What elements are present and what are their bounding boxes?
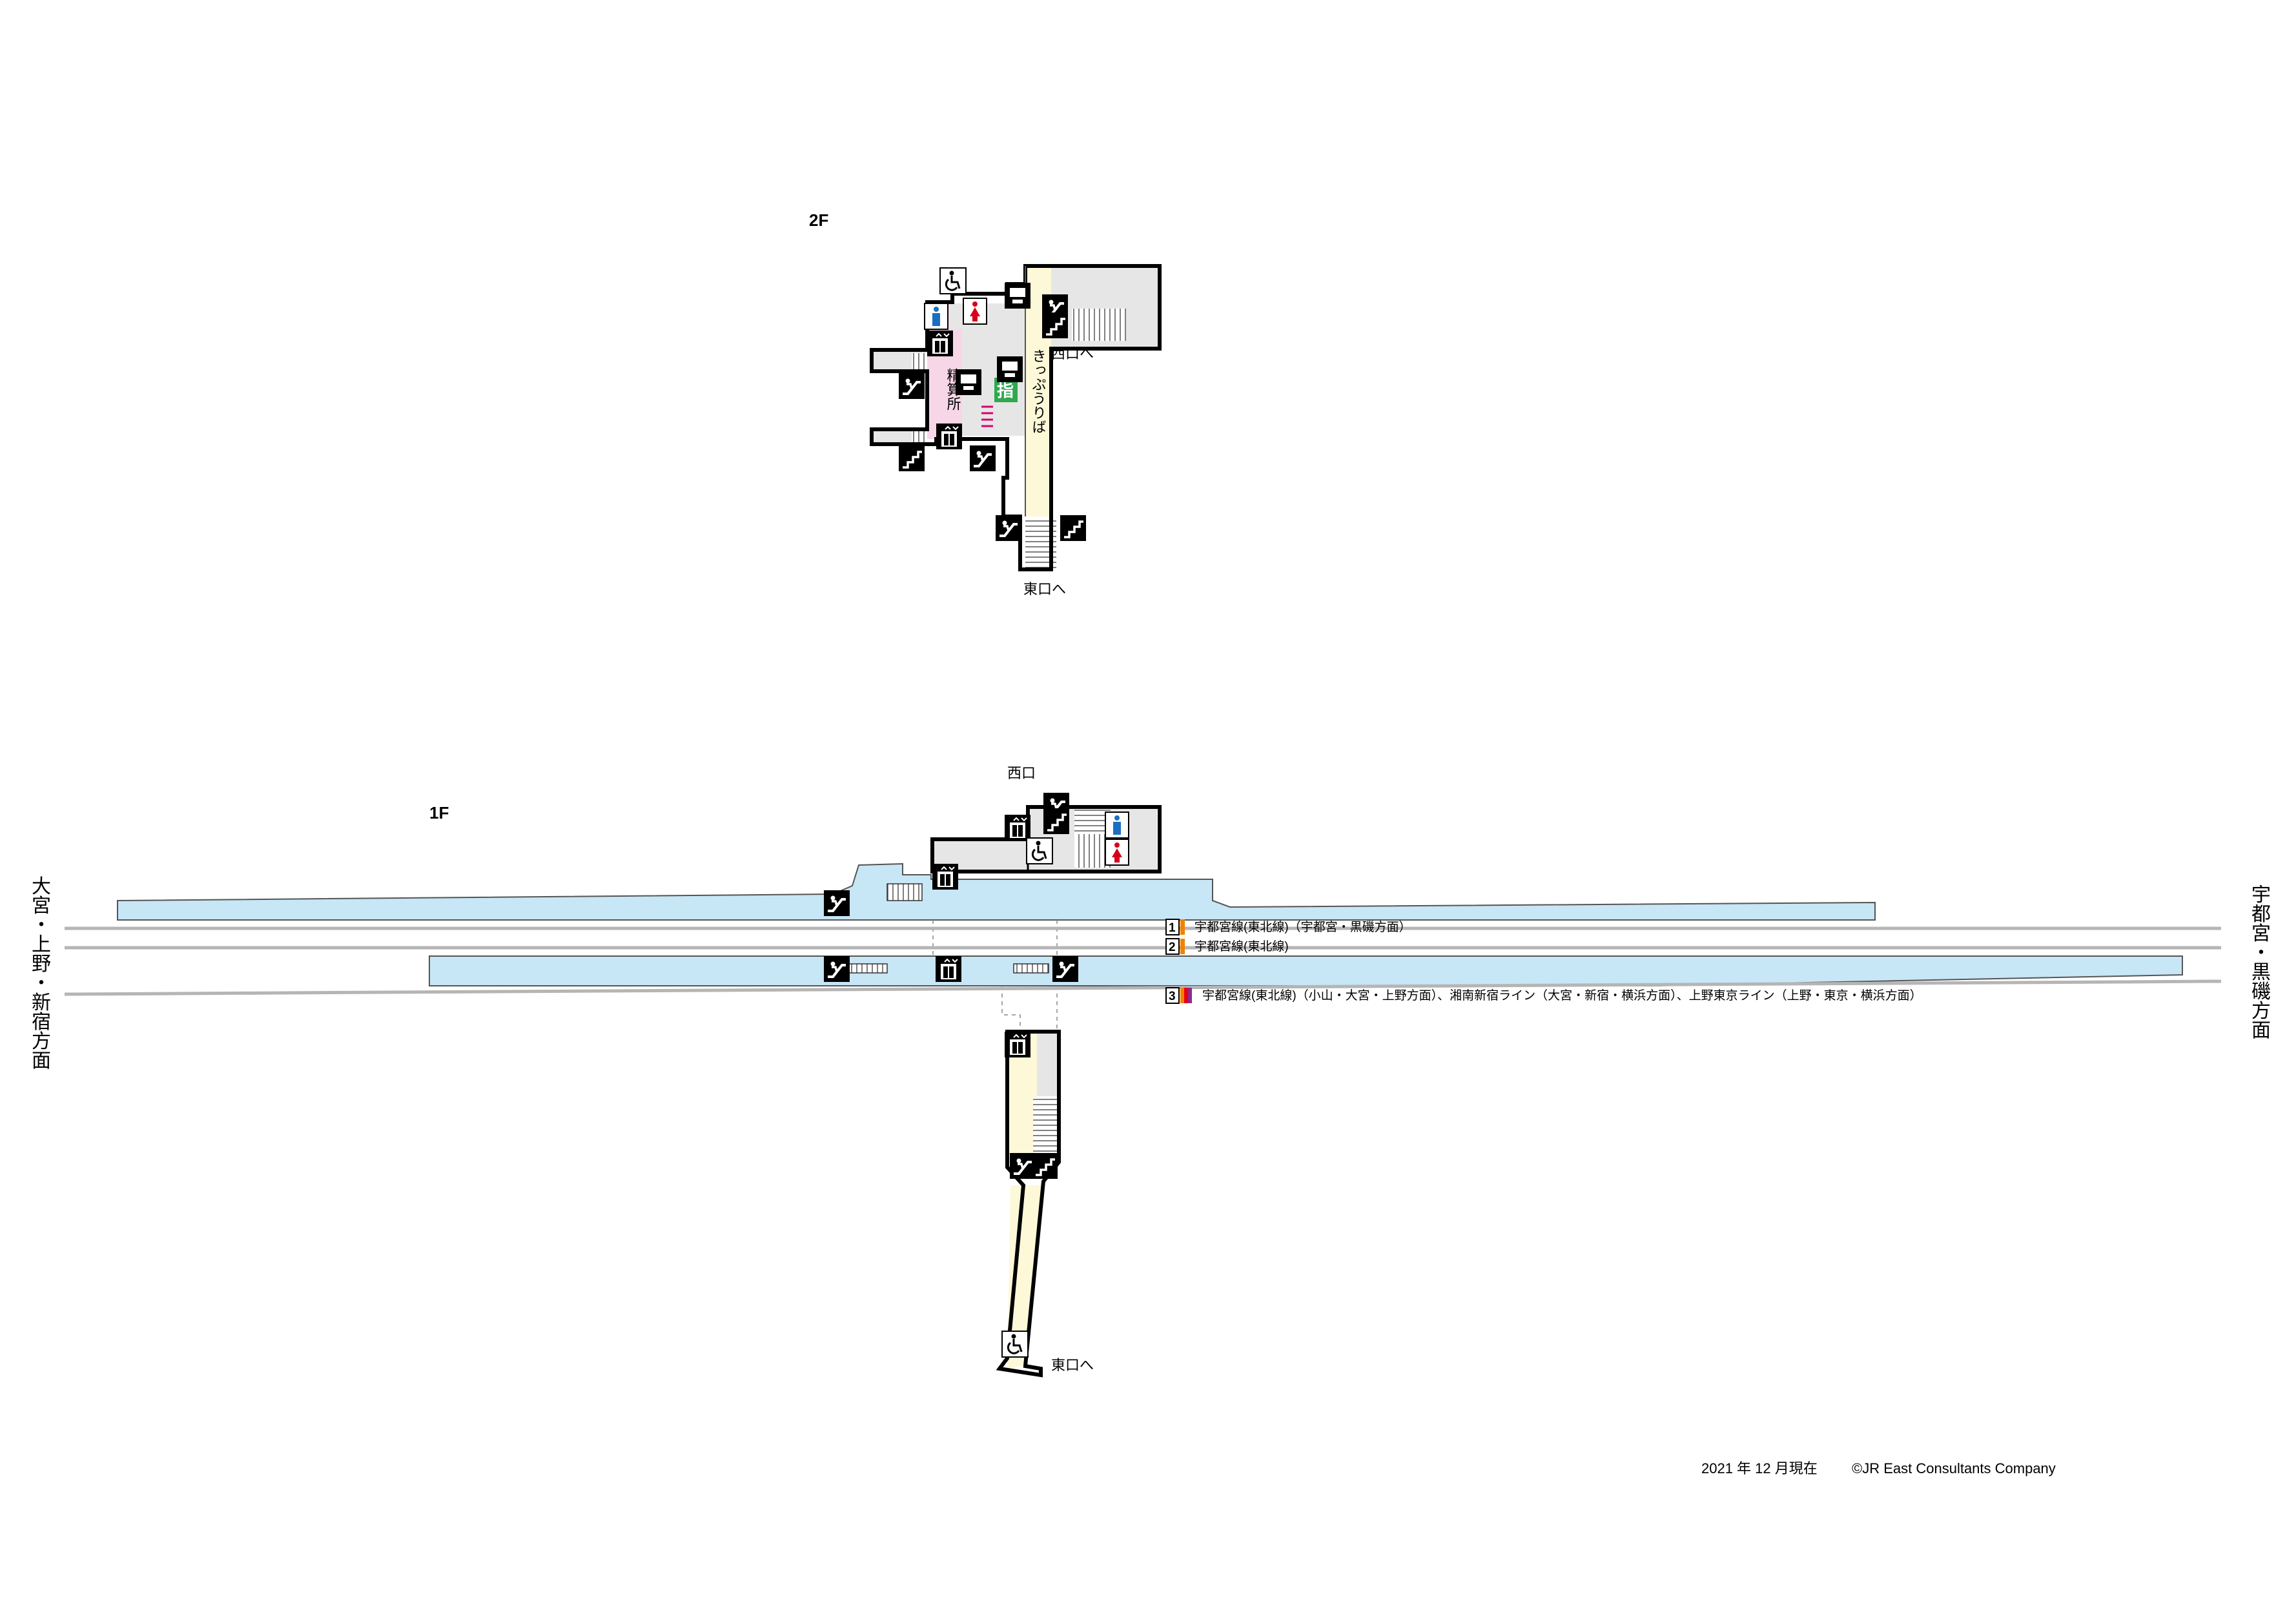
track-2-number: 2 xyxy=(1169,941,1176,954)
escalator-icon xyxy=(994,514,1023,542)
track-1-description: 宇都宮線(東北線)（宇都宮・黒磯方面） xyxy=(1194,920,1411,934)
accessible-toilet-icon xyxy=(939,267,967,295)
escalator-icon xyxy=(823,889,851,917)
platform-2-3 xyxy=(429,955,2183,986)
track-3-label: 3 宇都宮線(東北線)（小山・大宮・上野方面）、湘南新宿ライン（大宮・新宿・横浜… xyxy=(1165,987,1922,1004)
direction-char: 方 xyxy=(32,1031,51,1052)
ticket-machine-icon xyxy=(956,369,981,395)
east-underpass-walls xyxy=(996,1030,1061,1378)
direction-char: ・ xyxy=(32,973,51,994)
direction-char: 宿 xyxy=(32,1012,51,1033)
west-exit-label[interactable]: 西口 xyxy=(1007,765,1036,781)
ticket-machine-icon xyxy=(997,356,1023,382)
track-labels: 1 宇都宮線(東北線)（宇都宮・黒磯方面） 2 宇都宮線(東北線) 3 宇都宮線… xyxy=(1165,919,1922,1004)
direction-right: 宇都宮・黒磯方面 xyxy=(2251,884,2271,1041)
female-toilet-icon xyxy=(963,298,987,325)
west-stairs xyxy=(1072,309,1126,341)
accessible-toilet-icon xyxy=(1025,837,1054,865)
escalator-icon xyxy=(823,955,851,983)
track-2-label: 2 宇都宮線(東北線) xyxy=(1165,938,1289,955)
direction-char: 新 xyxy=(32,992,51,1014)
reserved-ticket-symbol: 指 xyxy=(997,381,1014,400)
male-toilet-icon xyxy=(924,303,948,330)
male-toilet-icon xyxy=(1105,812,1129,839)
direction-char: 宇 xyxy=(2251,884,2271,906)
track-1-number: 1 xyxy=(1169,921,1176,935)
slope-icon xyxy=(1001,1330,1029,1358)
east-exit-link-2f[interactable]: 東口へ xyxy=(1023,581,1066,597)
direction-char: 野 xyxy=(32,954,51,975)
stairs-icon xyxy=(1059,514,1087,542)
track-2-description: 宇都宮線(東北線) xyxy=(1194,939,1289,954)
upper-floor-walls xyxy=(870,264,1162,571)
upper-floor-label: 2F xyxy=(809,210,828,230)
escalator-icon xyxy=(1051,955,1080,983)
direction-char: 磯 xyxy=(2251,981,2271,1003)
direction-char: 宮 xyxy=(2251,923,2271,944)
lower-floor-label: 1F xyxy=(429,803,449,822)
stairs-icon xyxy=(1030,1152,1059,1180)
direction-char: ・ xyxy=(32,915,51,936)
female-toilet-icon xyxy=(1105,839,1129,866)
direction-char: 面 xyxy=(2251,1020,2271,1041)
direction-char: 上 xyxy=(32,934,51,955)
elevator-icon xyxy=(1004,814,1031,841)
ticket-gates xyxy=(981,405,993,427)
elevator-icon xyxy=(936,423,963,450)
direction-char: 大 xyxy=(32,876,51,897)
footer-copyright: ©JR East Consultants Company xyxy=(1852,1460,2056,1476)
direction-char: 方 xyxy=(2251,1001,2271,1022)
direction-char: 宮 xyxy=(32,895,51,917)
track-3-description: 宇都宮線(東北線)（小山・大宮・上野方面）、湘南新宿ライン（大宮・新宿・横浜方面… xyxy=(1202,988,1922,1003)
escalator-icon xyxy=(969,444,997,473)
east-exit-link-1f[interactable]: 東口へ xyxy=(1051,1357,1094,1373)
stairs-icon xyxy=(897,444,926,473)
tracks xyxy=(64,926,2222,996)
track-3-number: 3 xyxy=(1169,990,1176,1003)
elevator-icon xyxy=(932,863,959,890)
footer-date: 2021 年 12 月現在 xyxy=(1701,1460,1818,1476)
track-1-label: 1 宇都宮線(東北線)（宇都宮・黒磯方面） xyxy=(1165,919,1411,935)
elevator-icon xyxy=(935,955,962,983)
direction-char: 面 xyxy=(32,1050,51,1072)
escalator-icon xyxy=(897,372,926,400)
platform-1 xyxy=(117,863,1876,921)
lower-floor-plan: 1F 西口 東口へ xyxy=(117,765,2183,1378)
stairs-icon xyxy=(1042,807,1071,835)
west-exit-link[interactable]: 西口へ xyxy=(1051,345,1094,362)
upper-floor-plan: 2F 西口へ 東口へ きっぷうりば 精算所 指 xyxy=(809,210,1162,597)
elevator-icon xyxy=(1005,283,1030,309)
direction-char: 黒 xyxy=(2251,962,2271,983)
ticket-office-label: きっぷうりば xyxy=(1030,349,1047,434)
elevator-icon xyxy=(1004,1031,1031,1058)
stairs-icon xyxy=(1041,311,1069,340)
elevator-icon xyxy=(927,330,954,357)
direction-char: 都 xyxy=(2251,904,2271,925)
direction-char: ・ xyxy=(2251,943,2271,964)
